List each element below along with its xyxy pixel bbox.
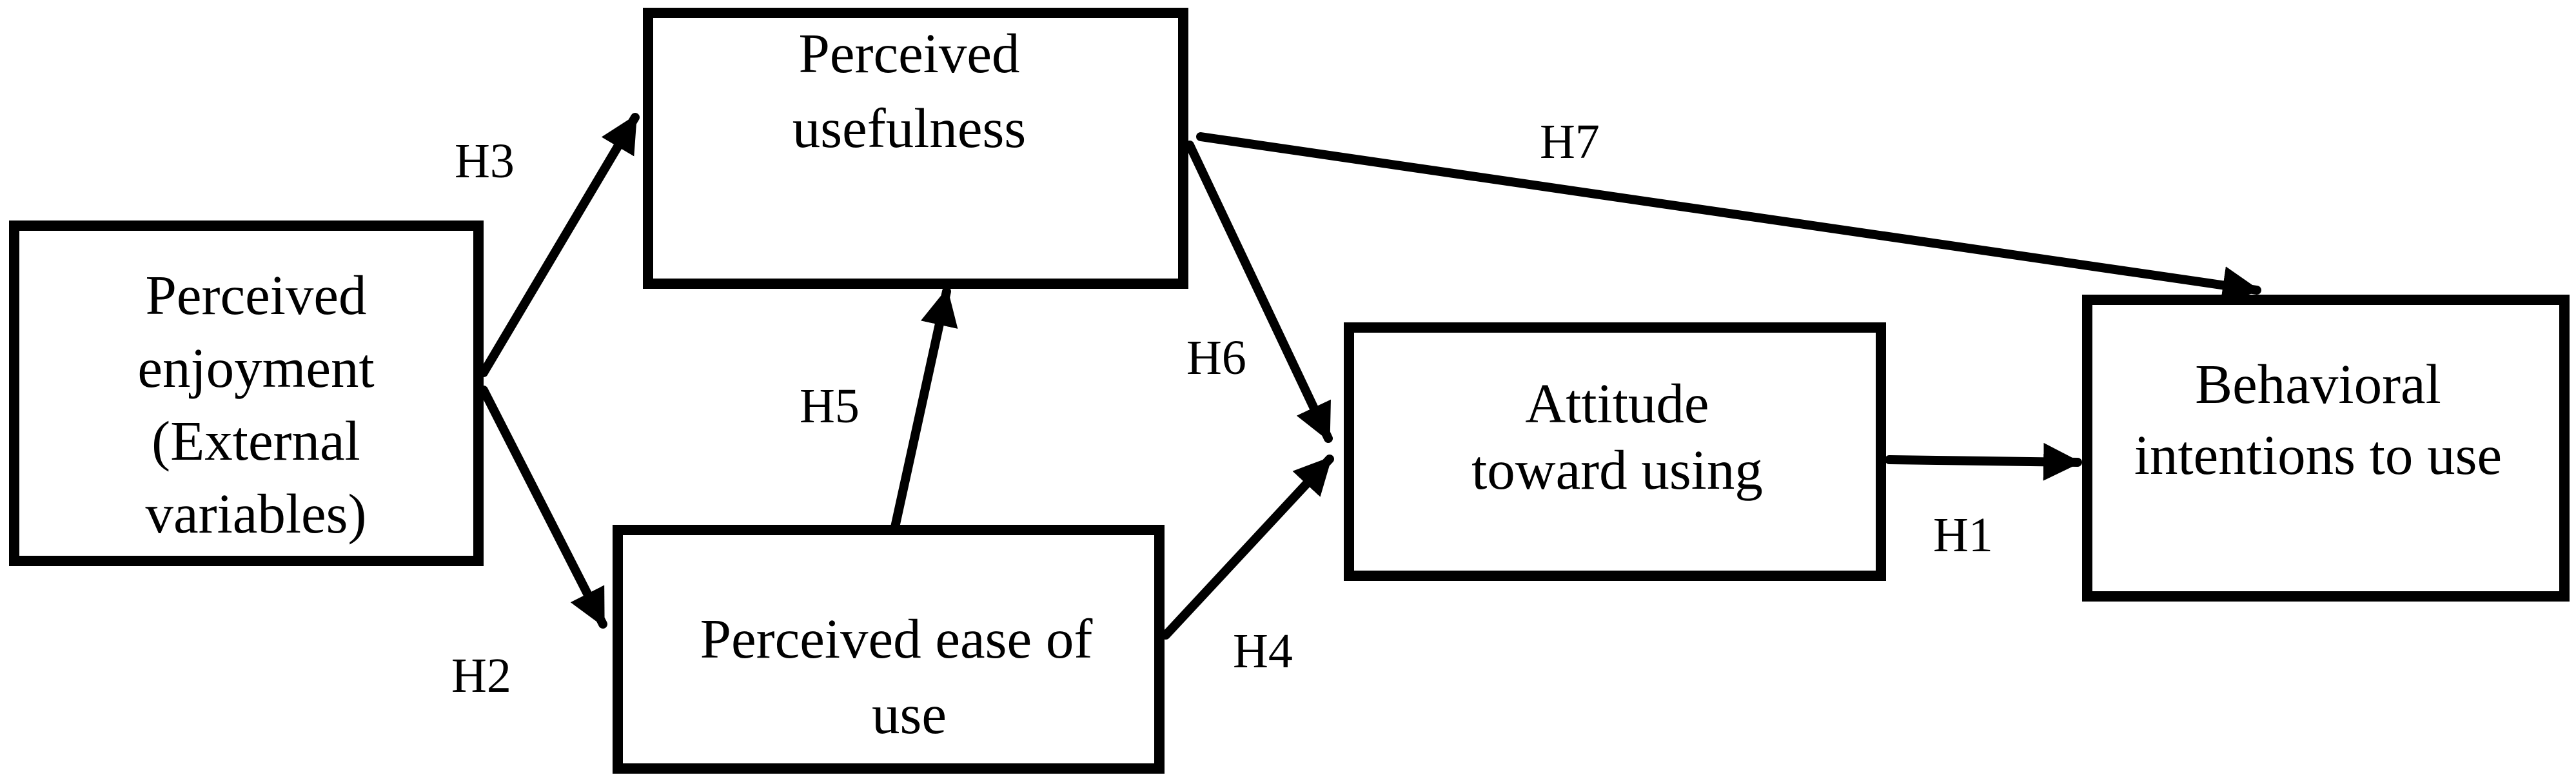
node-perceived-usefulness: Perceived usefulness bbox=[643, 8, 1188, 289]
node-attitude-toward-using-box bbox=[1344, 322, 1886, 581]
edge-h7 bbox=[1196, 132, 2261, 304]
node-perceived-usefulness-line-1: Perceived bbox=[799, 22, 1020, 84]
edge-label-h6: H6 bbox=[1186, 331, 1246, 385]
node-attitude-toward-using-line-2: toward using bbox=[1471, 438, 1763, 501]
edge-label-h2: H2 bbox=[451, 649, 511, 703]
edge-h4-arrow bbox=[1161, 455, 1334, 640]
node-perceived-enjoyment-line-4: variables) bbox=[146, 482, 367, 545]
edge-label-h1: H1 bbox=[1933, 508, 1993, 562]
node-perceived-enjoyment-box bbox=[9, 220, 484, 566]
node-perceived-enjoyment-line-3: (External bbox=[152, 409, 360, 472]
node-perceived-enjoyment-line-1: Perceived bbox=[146, 264, 367, 326]
edge-label-h5: H5 bbox=[800, 379, 860, 433]
edge-h1 bbox=[1885, 442, 2082, 481]
node-perceived-ease-of-use-line-2: use bbox=[872, 683, 947, 745]
edge-h2-arrow bbox=[479, 386, 607, 629]
edge-h7-arrow bbox=[1196, 132, 2261, 304]
edge-h3-arrow bbox=[479, 113, 640, 377]
node-perceived-ease-of-use-line-1: Perceived ease of bbox=[700, 607, 1093, 670]
node-perceived-enjoyment: Perceived enjoyment (External variables) bbox=[9, 220, 484, 566]
edge-h5-arrow bbox=[890, 287, 958, 534]
node-behavioral-intentions-line-1: Behavioral bbox=[2195, 353, 2441, 415]
edge-h3 bbox=[479, 113, 640, 377]
edge-h5 bbox=[890, 287, 958, 534]
node-behavioral-intentions-line-2: intentions to use bbox=[2134, 424, 2502, 486]
edge-label-h4: H4 bbox=[1233, 624, 1293, 678]
edge-h6-arrow bbox=[1185, 141, 1333, 443]
node-attitude-toward-using: Attitude toward using bbox=[1344, 322, 1886, 581]
edge-label-h3: H3 bbox=[455, 134, 515, 188]
node-behavioral-intentions-box bbox=[2082, 295, 2570, 602]
edge-h4 bbox=[1161, 455, 1334, 640]
node-perceived-usefulness-box bbox=[643, 8, 1188, 289]
node-perceived-ease-of-use: Perceived ease of use bbox=[613, 525, 1165, 774]
node-perceived-usefulness-line-2: usefulness bbox=[792, 97, 1026, 159]
node-perceived-ease-of-use-box bbox=[613, 525, 1165, 774]
node-perceived-enjoyment-line-2: enjoyment bbox=[137, 337, 374, 399]
edge-label-h7: H7 bbox=[1540, 115, 1600, 169]
edge-h6 bbox=[1185, 141, 1333, 443]
node-attitude-toward-using-line-1: Attitude bbox=[1525, 372, 1709, 435]
edge-h2 bbox=[479, 386, 607, 629]
node-behavioral-intentions: Behavioral intentions to use bbox=[2082, 295, 2570, 602]
edge-h1-arrow bbox=[1885, 442, 2082, 481]
